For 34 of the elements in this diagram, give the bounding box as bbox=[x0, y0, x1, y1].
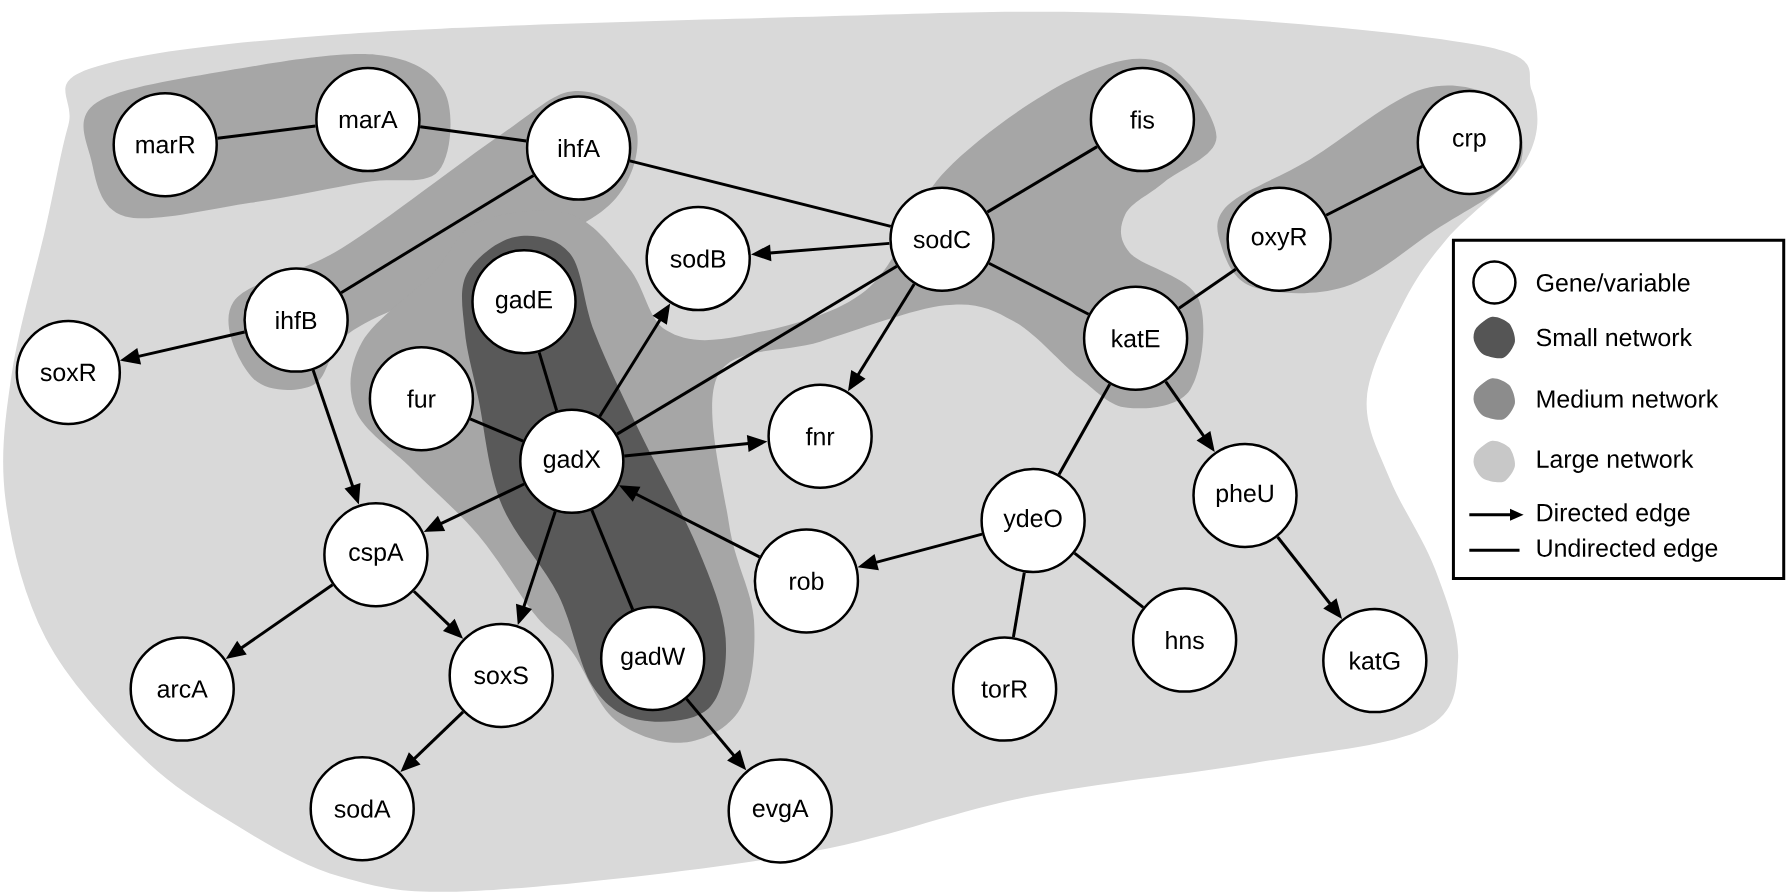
gene-node: sodB bbox=[645, 205, 751, 312]
node-label: evgA bbox=[752, 799, 809, 823]
gene-node: crp bbox=[1416, 89, 1523, 196]
legend-label: Directed edge bbox=[1537, 503, 1690, 527]
gene-node: ihfA bbox=[525, 95, 632, 201]
legend-label: Undirected edge bbox=[1537, 538, 1718, 562]
gene-node: cspA bbox=[323, 501, 429, 608]
gene-node: rob bbox=[753, 528, 860, 634]
gene-node: gadX bbox=[519, 408, 625, 515]
gene-node: fis bbox=[1089, 66, 1196, 173]
gene-node: fnr bbox=[767, 383, 873, 489]
gene-node: soxS bbox=[448, 622, 554, 729]
legend-label: Medium network bbox=[1537, 389, 1719, 408]
legend-label: Gene/variable bbox=[1536, 273, 1690, 292]
gene-node: gadW bbox=[599, 605, 706, 712]
gene-node: hns bbox=[1131, 587, 1238, 693]
gene-node: torR bbox=[951, 636, 1058, 742]
gene-node: katG bbox=[1322, 607, 1428, 714]
gene-node: pheU bbox=[1192, 442, 1298, 549]
gene-node: oxyR bbox=[1226, 186, 1332, 292]
gene-node: ydeO bbox=[980, 467, 1086, 574]
gene-node: marA bbox=[315, 66, 421, 173]
gene-node: ihfB bbox=[243, 267, 349, 373]
gene-node: fur bbox=[368, 345, 475, 452]
gene-node: gadE bbox=[471, 249, 577, 355]
gene-node: sodA bbox=[309, 755, 415, 862]
gene-node: soxR bbox=[15, 319, 122, 426]
gene-node: sodC bbox=[889, 186, 995, 292]
gene-node: marR bbox=[112, 91, 218, 198]
legend-label: Small network bbox=[1536, 328, 1692, 347]
gene-node: arcA bbox=[129, 636, 235, 742]
legend-label: Large network bbox=[1537, 449, 1694, 473]
gene-node: katE bbox=[1082, 285, 1189, 392]
gene-node: evgA bbox=[727, 758, 833, 864]
